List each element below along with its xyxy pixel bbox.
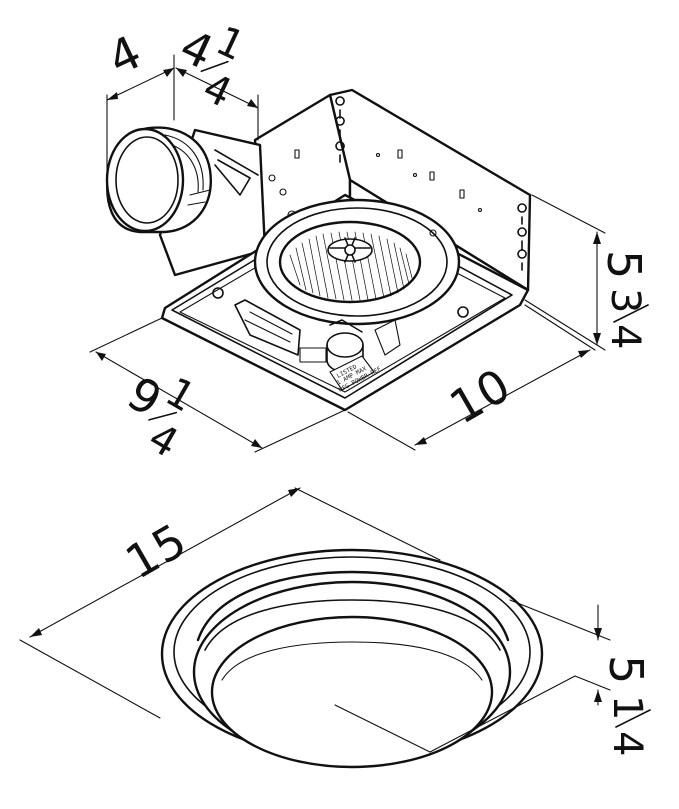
grille-height-whole: 5 — [599, 655, 653, 685]
height-num: 3 — [602, 288, 648, 313]
grille-diameter-value: 15 — [117, 512, 196, 589]
duct-offset-num: 1 — [209, 18, 252, 70]
fan-housing: LISTED 1 AMP MAX MFG POWER REF — [105, 88, 532, 412]
dimension-grille-height: 5 1 4 — [334, 599, 653, 756]
duct-diameter-value: 4 — [100, 24, 150, 86]
height-den: 4 — [602, 324, 648, 349]
duct-connector — [105, 126, 212, 234]
blower-wheel — [253, 198, 461, 326]
grille-cover — [160, 548, 544, 769]
keyhole-slots — [335, 96, 527, 271]
height-whole: 5 — [597, 250, 651, 280]
dimension-duct-offset: 4 1 4 — [172, 18, 259, 141]
housing-knockouts — [268, 149, 483, 220]
grille-height-den: 4 — [604, 731, 650, 756]
grille-height-num: 1 — [604, 695, 650, 720]
dimension-housing-height: 5 3 4 — [524, 194, 651, 351]
depth-value: 10 — [441, 357, 520, 434]
grille-dome-rim — [196, 570, 510, 642]
